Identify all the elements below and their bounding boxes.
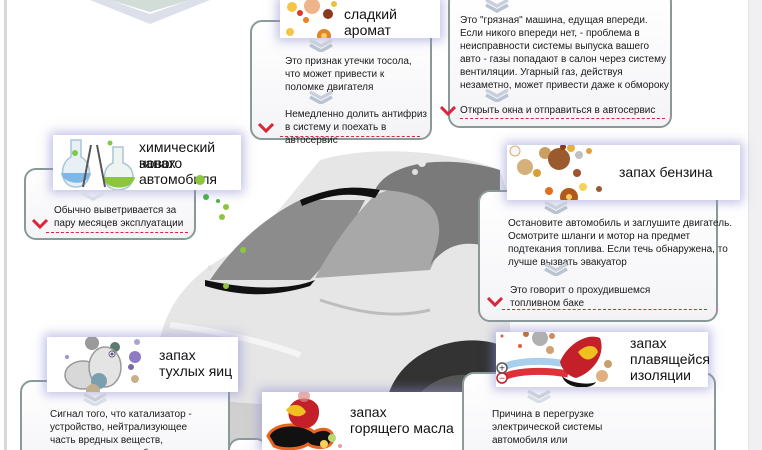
sweet-bubbles-icon [286, 0, 337, 38]
exhaust-panel [448, 0, 672, 128]
burning-oil-label-card: запах горящего масла [262, 392, 466, 450]
sweet-aroma-action: Немедленно долить антифриз в систему и п… [285, 109, 427, 146]
right-border [748, 0, 762, 450]
plus-icon: + [499, 364, 505, 375]
double-chevron-down-icon [544, 262, 568, 276]
rotten-egg-icon [64, 337, 141, 392]
petrol-title: запах бензина [619, 164, 713, 180]
burning-oil-title-line1: запах [350, 404, 387, 420]
divider [280, 136, 420, 137]
rotten-eggs-cause: Сигнал того, что катализатор - устройств… [50, 409, 192, 450]
divider [502, 309, 707, 310]
top-chevron-icon [90, 0, 210, 24]
double-chevron-down-icon [309, 90, 333, 104]
melting-insulation-cause: Причина в перегрузке электрической систе… [492, 409, 603, 450]
rotten-eggs-title-line2: тухлых яиц [159, 363, 233, 379]
double-chevron-down-icon [527, 389, 551, 403]
melting-wire-icon: + − [496, 332, 612, 387]
petrol-label-card: запах бензина [507, 145, 740, 200]
double-chevron-down-icon [485, 0, 509, 13]
double-chevron-down-icon [544, 200, 568, 214]
rotten-eggs-title-line1: запах [159, 347, 196, 363]
sweet-aroma-panel [250, 20, 432, 140]
double-chevron-down-icon [83, 392, 107, 406]
burning-oil-flame-icon [266, 392, 342, 450]
chemical-title-line2: нового [139, 155, 183, 171]
sweet-aroma-cause: Это признак утечки тосола, что может при… [285, 56, 412, 93]
melting-insulation-title-line3: изоляции [630, 367, 691, 383]
divider [460, 118, 665, 119]
red-check-icon [258, 123, 274, 133]
burning-oil-title-line2: горящего масла [350, 420, 454, 436]
double-chevron-down-icon [81, 191, 105, 201]
red-check-icon [440, 106, 456, 116]
exhaust-cause: Это "грязная" машина, едущая впереди. Ес… [460, 15, 669, 91]
red-check-icon [32, 219, 48, 229]
petrol-cause: Остановите автомобиль и заглушите двигат… [508, 218, 733, 268]
chemical-label-card: химический запах нового автомобиля [53, 135, 241, 190]
green-bubbles-icon [195, 175, 229, 220]
sweet-aroma-label-card: сладкий аромат [280, 0, 440, 38]
red-check-icon [487, 297, 503, 307]
chemistry-flasks-icon [61, 139, 135, 190]
rotten-eggs-label-card: запах тухлых яиц [47, 337, 238, 392]
melting-insulation-label-card: + − запах плавящейся изоляции [496, 332, 710, 387]
sweet-aroma-title: сладкий аромат [344, 6, 397, 38]
double-chevron-down-icon [309, 38, 333, 52]
petrol-action: Это говорит о прохудившемся топливном ба… [510, 285, 651, 309]
minus-icon: − [499, 374, 505, 385]
chemical-action: Обычно выветривается за пару месяцев экс… [54, 205, 184, 229]
divider [46, 232, 188, 233]
melting-insulation-title-line2: плавящейся [630, 351, 710, 367]
melting-insulation-title-line1: запах [630, 335, 667, 351]
double-chevron-down-icon [485, 88, 509, 102]
petrol-bubbles-icon [509, 145, 602, 200]
exhaust-action: Открыть окна и отправиться в автосервис [460, 105, 656, 116]
left-border [4, 0, 7, 450]
chemical-title-line1: химический запах [139, 139, 216, 171]
